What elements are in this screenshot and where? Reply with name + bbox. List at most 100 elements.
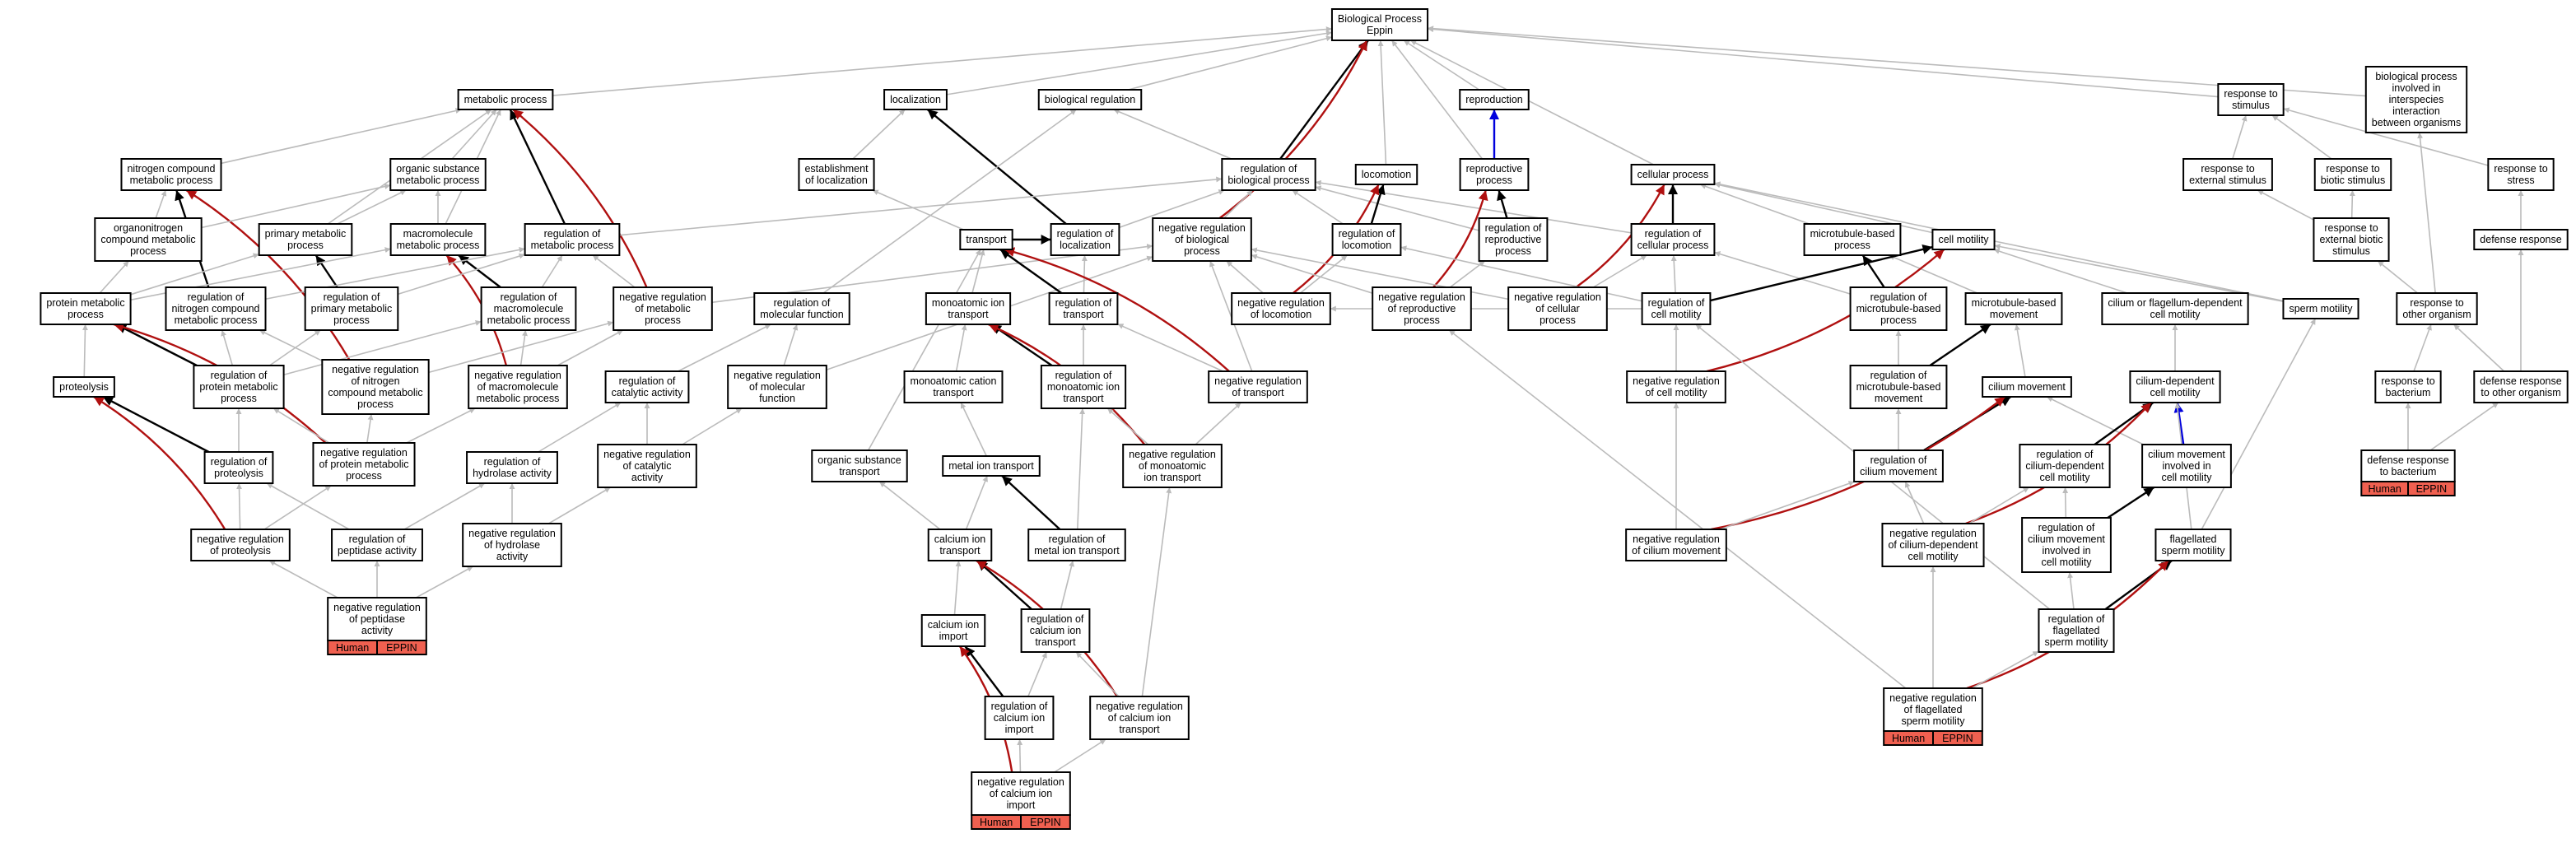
- term-node-localization[interactable]: localization: [883, 89, 948, 110]
- edge-is-a: [852, 109, 906, 160]
- term-box: [1478, 217, 1549, 262]
- term-node-cilium_movement[interactable]: cilium movement: [1982, 376, 2072, 398]
- term-label-line: regulation of: [188, 291, 245, 303]
- term-node-proteolysis[interactable]: proteolysis: [53, 376, 115, 398]
- term-node-reproduction[interactable]: reproduction: [1459, 89, 1530, 110]
- term-node-sperm_motility[interactable]: sperm motility: [2282, 298, 2359, 319]
- term-node-metal_ion[interactable]: metal ion transport: [942, 455, 1041, 477]
- term-node-defense[interactable]: defense response: [2473, 229, 2569, 250]
- edge-is-a: [1904, 481, 1925, 524]
- term-box: [925, 292, 1012, 325]
- term-node-cell_motility[interactable]: cell motility: [1931, 229, 1996, 250]
- term-label-line: cilium or flagellum-dependent: [2108, 297, 2243, 309]
- term-label-line: negative regulation: [1237, 297, 1325, 309]
- term-node-locomotion[interactable]: locomotion: [1354, 164, 1418, 185]
- edge-is-a: [398, 253, 525, 296]
- term-node-transport[interactable]: transport: [959, 229, 1013, 250]
- term-node-bioreg[interactable]: biological regulation: [1037, 89, 1143, 110]
- term-node-cellular_proc[interactable]: cellular process: [1630, 164, 1716, 185]
- term-label-line: peptidase activity: [338, 545, 417, 557]
- term-node-metabolic[interactable]: metabolic process: [457, 89, 554, 110]
